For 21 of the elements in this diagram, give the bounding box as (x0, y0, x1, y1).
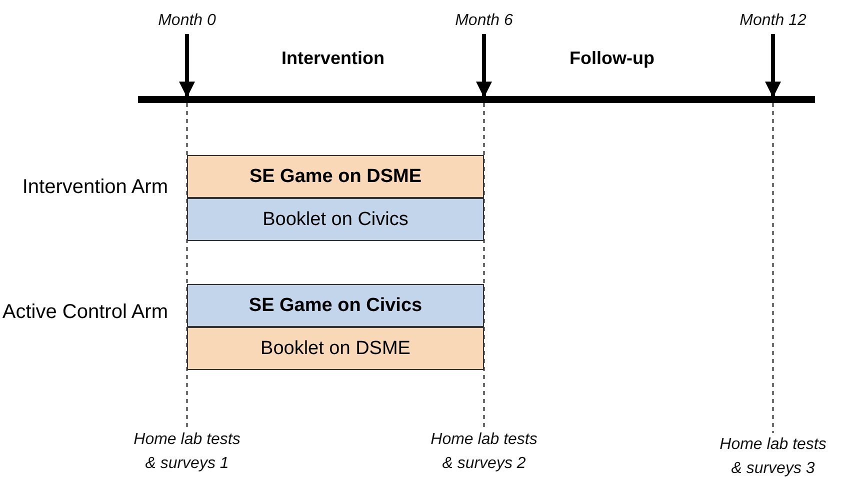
assessment-note: Home lab tests & surveys 1 (129, 428, 245, 476)
activity-box: SE Game on Civics (187, 284, 484, 327)
guide-line (772, 103, 774, 433)
arm-label: Intervention Arm (21, 175, 168, 200)
assessment-note: Home lab tests & surveys 2 (426, 428, 542, 476)
arrow (179, 34, 195, 98)
guide-line (186, 103, 188, 428)
phase-label: Intervention (280, 48, 386, 69)
time-point-label: Month 0 (137, 12, 237, 34)
arrow (476, 34, 492, 98)
arm-label: Active Control Arm (1, 300, 168, 325)
timeline-bar (138, 96, 815, 103)
activity-box: Booklet on Civics (187, 198, 484, 241)
arrow (765, 34, 781, 98)
time-point-label: Month 12 (723, 12, 823, 34)
phase-label: Follow-up (568, 48, 656, 69)
guide-line (483, 103, 485, 428)
assessment-note: Home lab tests & surveys 3 (715, 433, 831, 477)
activity-box: Booklet on DSME (187, 327, 484, 370)
activity-box: SE Game on DSME (187, 155, 484, 198)
time-point-label: Month 6 (434, 12, 534, 34)
